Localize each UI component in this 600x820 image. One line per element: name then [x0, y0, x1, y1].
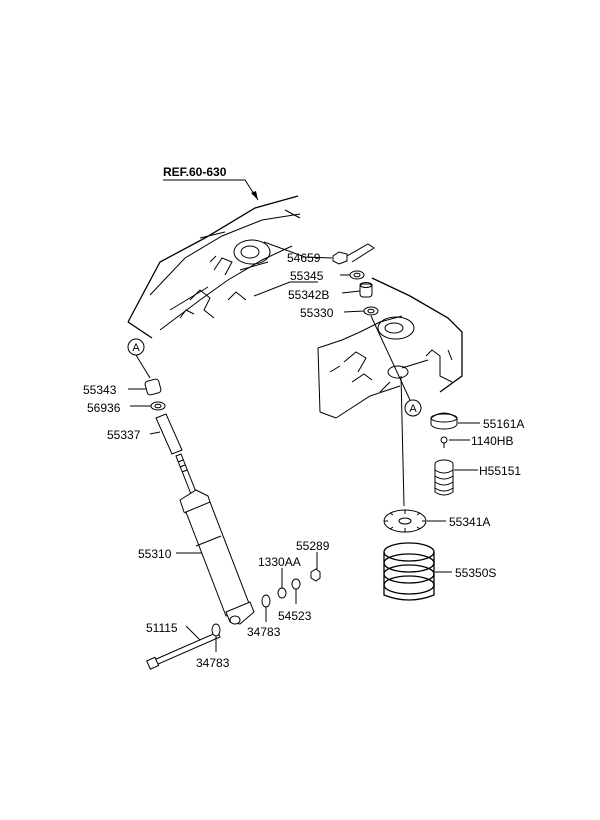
lower-mount-hardware [146, 568, 321, 670]
marker-a-label-left: A [132, 342, 140, 354]
label-55343: 55343 [83, 383, 117, 397]
washer-55345 [349, 270, 365, 280]
spring-assembly [383, 375, 458, 601]
label-55342B: 55342B [288, 288, 329, 302]
marker-a-leader-right [370, 315, 411, 401]
label-54659: 54659 [287, 251, 321, 265]
washer-34783-upper [261, 594, 271, 608]
label-1140HB: 1140HB [471, 434, 513, 448]
leader-lines [128, 241, 480, 652]
label-55161A: 55161A [483, 417, 524, 431]
marker-a-leader-left [135, 354, 151, 379]
label-55289: 55289 [296, 539, 330, 553]
marker-a-circle-right [404, 399, 422, 417]
label-56936: 56936 [87, 401, 121, 415]
label-55337: 55337 [107, 428, 141, 442]
dust-cover-55337 [155, 413, 183, 455]
label-55345: 55345 [290, 269, 324, 283]
shock-absorber-assembly [144, 378, 255, 625]
washer-55330 [363, 306, 379, 316]
bump-stopper-H55151 [434, 459, 454, 496]
shock-rod [175, 453, 197, 495]
washer-56936 [150, 401, 166, 411]
label-55330: 55330 [300, 306, 334, 320]
coil-spring-55350S [383, 542, 435, 601]
nut-55289 [310, 568, 321, 582]
shock-tower-outline [317, 277, 463, 419]
washer-54523 [291, 578, 301, 590]
marker-a-label-right: A [409, 403, 417, 415]
upper-mount-hardware [332, 243, 379, 316]
reference-label: REF.60-630 [163, 165, 227, 179]
washer-34783-lower [211, 623, 221, 637]
body-frame-outline [127, 195, 318, 339]
nut-54659 [332, 251, 348, 265]
label-H55151: H55151 [479, 464, 521, 478]
label-1330AA: 1330AA [258, 555, 301, 569]
part-labels: 54659 55345 55342B 55330 55343 56936 553… [83, 251, 524, 670]
reference-arrowhead [251, 191, 258, 200]
label-34783-upper: 34783 [247, 625, 281, 639]
label-51115: 51115 [146, 621, 178, 635]
label-34783-lower: 34783 [196, 656, 230, 670]
label-54523: 54523 [278, 609, 312, 623]
bushing-55342B [359, 283, 373, 298]
spring-axis-leader [400, 375, 405, 507]
label-55350S: 55350S [455, 566, 496, 580]
bushing-55343 [144, 378, 162, 396]
washer-1330AA [277, 587, 287, 599]
label-55310: 55310 [138, 547, 172, 561]
label-55341A: 55341A [449, 515, 490, 529]
shock-body [185, 501, 251, 617]
screw-1140HB [440, 436, 448, 444]
reference-leader [163, 179, 259, 201]
